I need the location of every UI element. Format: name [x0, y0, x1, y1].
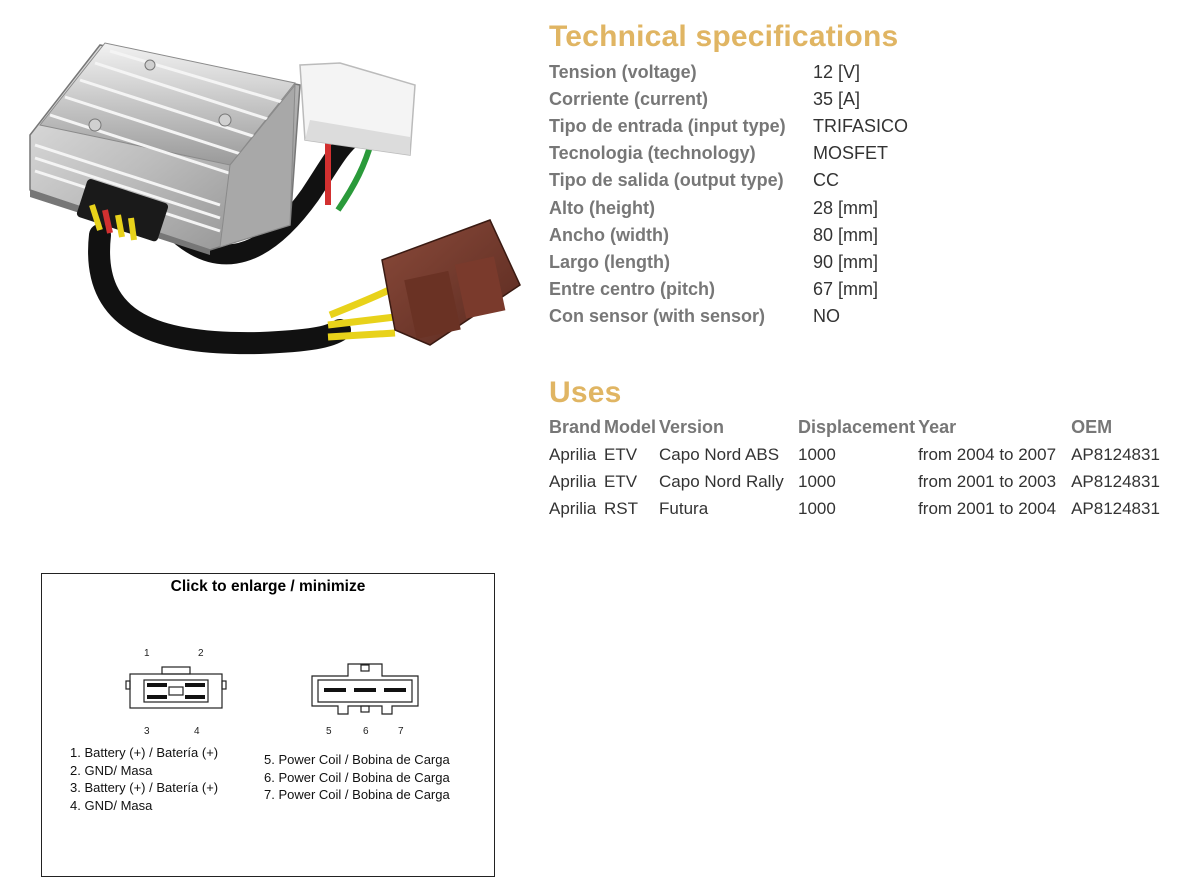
table-row: Aprilia ETV Capo Nord ABS 1000 from 2004…: [549, 441, 1163, 468]
pinout-legend-left: 1. Battery (+) / Batería (+) 2. GND/ Mas…: [70, 744, 218, 814]
legend-item: 5. Power Coil / Bobina de Carga: [264, 752, 450, 767]
cell-version: Capo Nord Rally: [659, 471, 784, 491]
cell-year: from 2004 to 2007: [918, 444, 1057, 464]
spec-row: Ancho (width) 80 [mm]: [549, 222, 908, 249]
spec-row: Tipo de entrada (input type) TRIFASICO: [549, 113, 908, 140]
connector-b-shape: [311, 663, 419, 715]
spec-row: Con sensor (with sensor) NO: [549, 303, 908, 330]
spec-value: 35 [A]: [813, 89, 861, 110]
uses-header-row: Brand Model Version Displacement Year OE…: [549, 414, 1163, 441]
spec-label: Tecnologia (technology): [549, 143, 756, 164]
spec-list: Tension (voltage) 12 [V] Corriente (curre…: [549, 59, 908, 330]
pin-label-7: 7: [398, 726, 404, 737]
pin-label-6: 6: [363, 726, 369, 737]
spec-value: CC: [813, 170, 839, 191]
legend-item: 1. Battery (+) / Batería (+): [70, 745, 219, 760]
specs-title: Technical specifications: [549, 20, 899, 53]
spec-row: Tipo de salida (output type) CC: [549, 167, 908, 194]
spec-value: 90 [mm]: [813, 251, 879, 272]
cell-version: Futura: [659, 498, 709, 518]
cell-brand: Aprilia: [549, 471, 597, 491]
pin-label-2: 2: [198, 648, 204, 659]
spec-value: MOSFET: [813, 143, 888, 164]
cell-oem: AP8124831: [1071, 498, 1160, 518]
col-brand: Brand: [549, 417, 602, 437]
cell-displacement: 1000: [798, 498, 836, 518]
table-row: Aprilia RST Futura 1000 from 2001 to 200…: [549, 495, 1163, 522]
uses-table: Brand Model Version Displacement Year OE…: [549, 414, 1163, 522]
col-model: Model: [604, 417, 657, 437]
spec-value: 80 [mm]: [813, 224, 879, 245]
col-oem: OEM: [1071, 417, 1113, 437]
cell-brand: Aprilia: [549, 498, 597, 518]
spec-label: Alto (height): [549, 197, 655, 218]
spec-label: Tipo de salida (output type): [549, 170, 784, 191]
spec-row: Corriente (current) 35 [A]: [549, 86, 908, 113]
spec-value: 12 [V]: [813, 62, 861, 83]
cell-oem: AP8124831: [1071, 444, 1160, 464]
cell-year: from 2001 to 2004: [918, 498, 1057, 518]
connector-a-shape: [125, 666, 227, 709]
legend-item: 6. Power Coil / Bobina de Carga: [264, 769, 450, 785]
table-row: Aprilia ETV Capo Nord Rally 1000 from 20…: [549, 468, 1163, 495]
spec-label: Corriente (current): [549, 89, 709, 110]
cell-year: from 2001 to 2003: [918, 471, 1057, 491]
spec-row: Entre centro (pitch) 67 [mm]: [549, 276, 908, 303]
pin-label-3: 3: [144, 726, 150, 737]
pin-label-5: 5: [326, 726, 332, 737]
legend-item: 3. Battery (+) / Batería (+): [70, 780, 219, 795]
cell-model: ETV: [604, 444, 638, 464]
legend-item: 4. GND/ Masa: [70, 797, 153, 813]
legend-item: 2. GND/ Masa: [70, 762, 153, 778]
spec-value: TRIFASICO: [813, 116, 909, 137]
pin-label-1: 1: [144, 648, 150, 659]
cell-model: RST: [604, 498, 639, 518]
spec-label: Tension (voltage): [549, 62, 697, 83]
pinout-legend-right: 5. Power Coil / Bobina de Carga 6. Power…: [264, 751, 450, 804]
uses-title: Uses: [549, 376, 622, 409]
spec-row: Alto (height) 28 [mm]: [549, 194, 908, 221]
spec-value: 67 [mm]: [813, 278, 879, 299]
col-version: Version: [659, 417, 725, 437]
spec-label: Con sensor (with sensor): [549, 305, 766, 326]
cell-oem: AP8124831: [1071, 471, 1160, 491]
regulator-product-image: [29, 42, 521, 355]
spec-label: Tipo de entrada (input type): [549, 116, 786, 137]
col-year: Year: [918, 417, 957, 437]
cell-version: Capo Nord ABS: [659, 444, 780, 464]
cell-displacement: 1000: [798, 471, 836, 491]
spec-value: NO: [813, 305, 840, 326]
spec-label: Ancho (width): [549, 224, 669, 245]
spec-row: Tension (voltage) 12 [V]: [549, 59, 908, 86]
spec-row: Largo (length) 90 [mm]: [549, 249, 908, 276]
pinout-caption: Click to enlarge / minimize: [170, 578, 366, 595]
cell-brand: Aprilia: [549, 444, 597, 464]
legend-item: 7. Power Coil / Bobina de Carga: [264, 787, 450, 802]
pin-label-4: 4: [194, 726, 200, 737]
spec-label: Largo (length): [549, 251, 670, 272]
pinout-diagram: 1 2 3 4 5 6 7: [125, 648, 419, 737]
spec-value: 28 [mm]: [813, 197, 879, 218]
col-displacement: Displacement: [798, 417, 916, 437]
pinout-diagram-toggle[interactable]: 1 2 3 4 5 6 7: [41, 573, 495, 877]
spec-label: Entre centro (pitch): [549, 278, 716, 299]
cell-model: ETV: [604, 471, 638, 491]
cell-displacement: 1000: [798, 444, 836, 464]
spec-row: Tecnologia (technology) MOSFET: [549, 140, 908, 167]
